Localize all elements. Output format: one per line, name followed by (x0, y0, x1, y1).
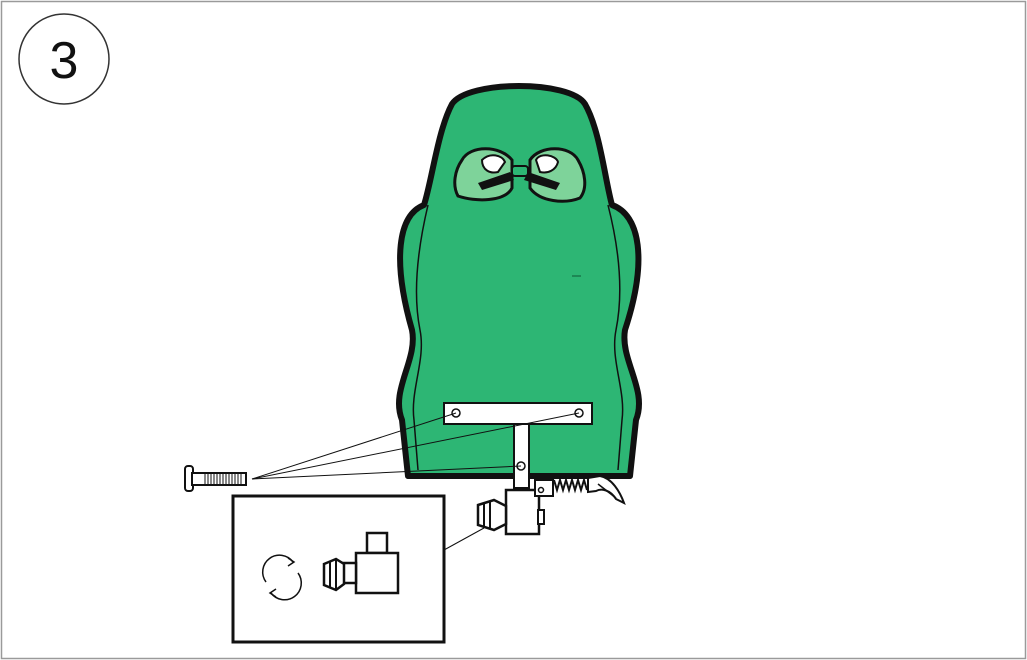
left-seam (412, 204, 429, 471)
tilt-mechanism (476, 474, 626, 536)
detail-inset (231, 494, 446, 644)
strap-buckle (511, 165, 529, 177)
mechanism-arm (534, 479, 554, 497)
bracket-stem (513, 423, 530, 489)
rotate-arrows-icon (261, 554, 303, 601)
step-badge: 3 (18, 13, 110, 105)
bolt-icon (184, 465, 247, 492)
right-seam (607, 204, 624, 471)
bracket-crossbar (443, 402, 593, 425)
tilt-mechanism-icon (322, 531, 400, 595)
leader-lines (251, 412, 580, 551)
mechanism-block (504, 488, 541, 536)
headrest-slot-left (453, 147, 514, 202)
chair-backrest (395, 83, 643, 479)
mechanism-knob (476, 498, 508, 532)
headrest-slot-right (524, 147, 587, 203)
mechanism-spring (553, 476, 588, 494)
step-number: 3 (50, 32, 79, 90)
step-circle (18, 13, 110, 105)
